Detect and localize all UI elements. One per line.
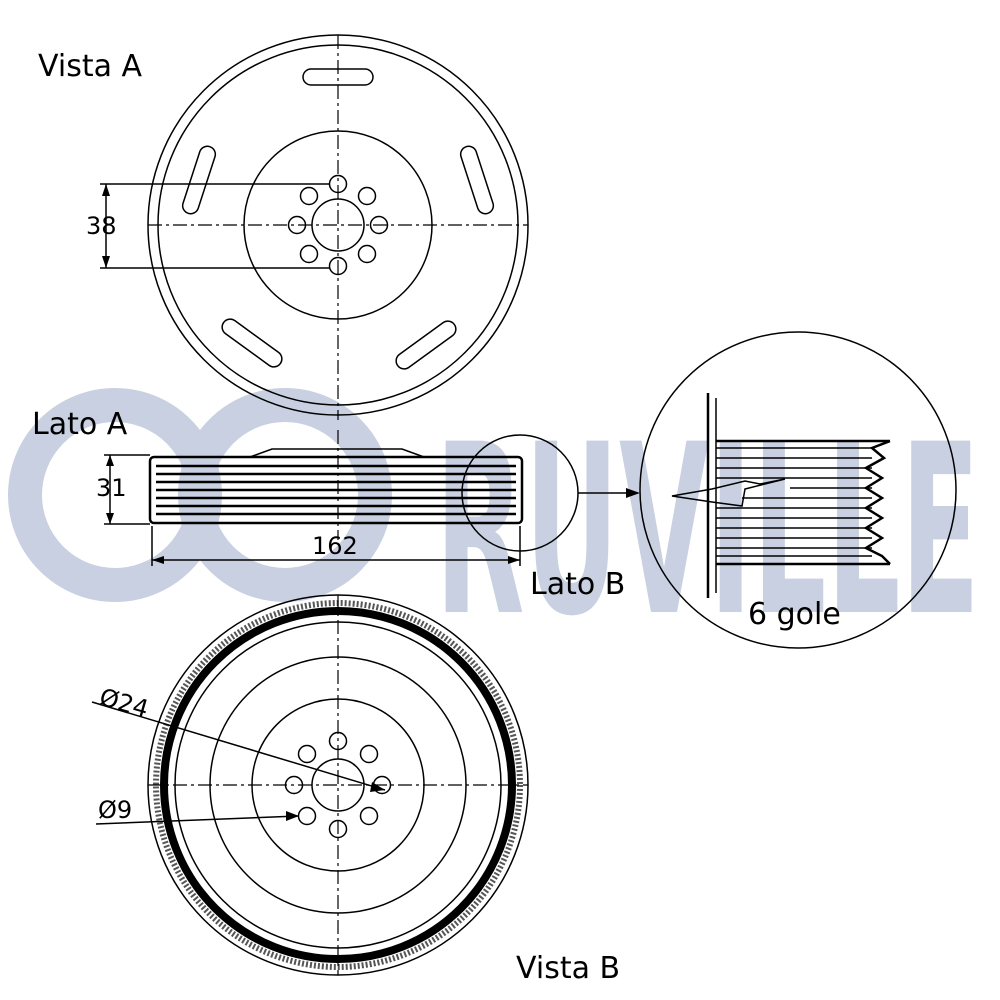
view-a-bolt-hole xyxy=(357,244,377,264)
view-a-slot xyxy=(459,145,495,215)
view-a-bolt-hole xyxy=(328,256,348,276)
dimension-arrow xyxy=(370,782,385,792)
dimension-arrow xyxy=(106,513,114,524)
dimension-d9-leader xyxy=(95,811,299,825)
dimension-d24-leader xyxy=(91,701,386,792)
view-b-bolt-hole xyxy=(297,806,317,826)
view-a-bolt-hole xyxy=(369,215,389,235)
view-a-slot xyxy=(181,145,217,215)
grooves-label: 6 gole xyxy=(748,597,841,632)
watermark-logo-ring-right xyxy=(178,388,392,602)
dimension-31 xyxy=(104,454,150,525)
dimension-arrow xyxy=(102,184,110,196)
dimension-d9-value: Ø9 xyxy=(98,796,132,824)
view-a-slot xyxy=(221,318,283,368)
dimension-162 xyxy=(151,526,521,566)
dimension-arrow xyxy=(286,811,299,821)
side-b-label: Lato B xyxy=(530,567,625,602)
detail-b-hub-notch xyxy=(671,478,786,507)
view-b-bolt-hole xyxy=(359,744,379,764)
dimension-arrow xyxy=(152,556,164,564)
dimension-38 xyxy=(100,183,330,269)
dimension-arrow xyxy=(106,455,114,466)
side-view-body xyxy=(148,455,524,525)
detail-b-ribs xyxy=(716,447,872,557)
view-a-slot xyxy=(395,320,457,370)
view-b-label: Vista B xyxy=(516,951,620,986)
view-b-bolt-hole xyxy=(297,744,317,764)
view-b-bolt-hole xyxy=(359,806,379,826)
detail-b-drawing xyxy=(639,331,957,649)
view-a-bolt-hole xyxy=(299,186,319,206)
dimension-162-value: 162 xyxy=(312,532,358,560)
view-b-drawing xyxy=(91,594,529,976)
detail-b-circle xyxy=(639,331,957,649)
view-a-bolt-hole xyxy=(299,244,319,264)
side-view-grooves xyxy=(156,464,516,516)
view-a-bolt-hole xyxy=(357,186,377,206)
side-view-hub-profile xyxy=(249,448,425,458)
detail-b-groove-profile xyxy=(863,439,891,565)
side-view-drawing xyxy=(104,430,640,566)
dimension-31-value: 31 xyxy=(96,474,127,502)
detail-b-arrow xyxy=(626,488,640,498)
dimension-arrow xyxy=(508,556,520,564)
dimension-d24-value: Ø24 xyxy=(96,683,151,724)
dimension-38-value: 38 xyxy=(86,212,117,240)
side-a-label: Lato A xyxy=(32,407,128,442)
view-a-drawing xyxy=(100,34,529,420)
view-a-label: Vista A xyxy=(38,49,143,84)
dimension-arrow xyxy=(102,256,110,268)
